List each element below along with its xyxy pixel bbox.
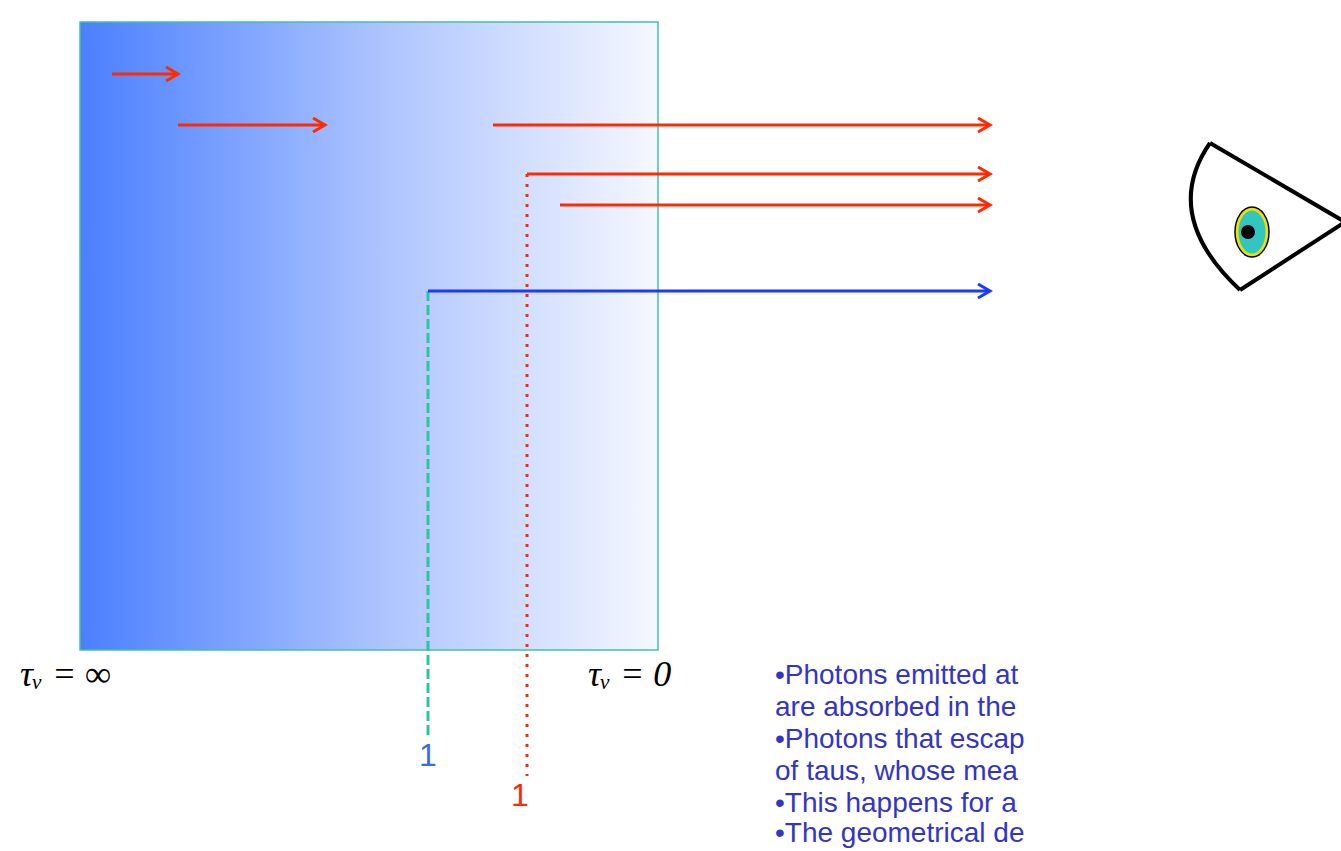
note-line: of taus, whose mea <box>775 756 1018 786</box>
photon-arrow <box>560 204 990 207</box>
photon-arrow <box>527 173 990 176</box>
photon-arrow <box>112 73 178 76</box>
optical-depth-label: τᵥ = ∞ <box>20 655 111 695</box>
depth-marker-line <box>427 291 430 736</box>
note-line: •Photons that escap <box>775 724 1025 754</box>
note-line: are absorbed in the <box>775 692 1016 722</box>
optical-depth-label: τᵥ = 0 <box>588 655 671 695</box>
photon-arrow <box>428 290 990 293</box>
note-line: •The geometrical de <box>775 818 1024 848</box>
photon-arrow <box>178 124 325 127</box>
eye-symbol <box>1191 143 1341 290</box>
depth-marker-line <box>526 174 529 776</box>
callout-number: 1 <box>511 778 529 813</box>
note-line: •This happens for a <box>775 788 1017 818</box>
gas-slab <box>80 22 658 650</box>
callout-number: 1 <box>419 738 437 773</box>
photon-arrow <box>493 124 990 127</box>
note-line: •Photons emitted at <box>775 660 1018 690</box>
